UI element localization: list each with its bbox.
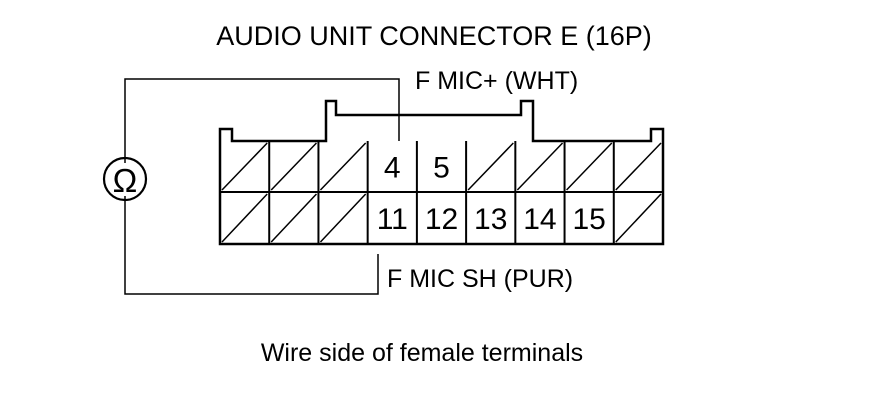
caption: Wire side of female terminals (261, 339, 583, 367)
top-test-lead (124, 78, 400, 163)
terminal-row-2: 11 12 13 14 15 (221, 192, 662, 244)
ohmmeter-circle (102, 156, 148, 202)
diagram-title: AUDIO UNIT CONNECTOR E (16P) (216, 21, 652, 51)
ohm-symbol-icon: Ω (113, 162, 138, 199)
empty-cavity-slash (615, 142, 662, 191)
terminal-number: 5 (433, 152, 450, 185)
empty-cavity-slash (516, 142, 564, 191)
empty-cavity-slash (319, 142, 367, 191)
terminal-number: 15 (572, 203, 605, 236)
connector-outline (218, 99, 665, 246)
terminal-number: 14 (523, 203, 556, 236)
bottom-wire-label: F MIC SH (PUR) (387, 265, 573, 293)
empty-cavity-slash (615, 193, 662, 243)
terminal-number: 11 (377, 203, 408, 236)
terminal-number: 4 (384, 152, 401, 185)
ohmmeter: Ω (102, 156, 148, 202)
terminal-number: 12 (425, 203, 458, 236)
empty-cavity-slash (221, 142, 268, 191)
top-wire-label: F MIC+ (WHT) (415, 67, 578, 95)
empty-cavity-slash (566, 142, 613, 191)
empty-cavity-slash (221, 193, 268, 243)
empty-cavity-slash (467, 142, 514, 191)
empty-cavity-slash (319, 193, 367, 243)
empty-cavity-slash (270, 142, 317, 191)
terminal-number: 13 (474, 203, 507, 236)
empty-cavity-slash (270, 193, 317, 243)
bottom-test-lead (124, 196, 379, 295)
